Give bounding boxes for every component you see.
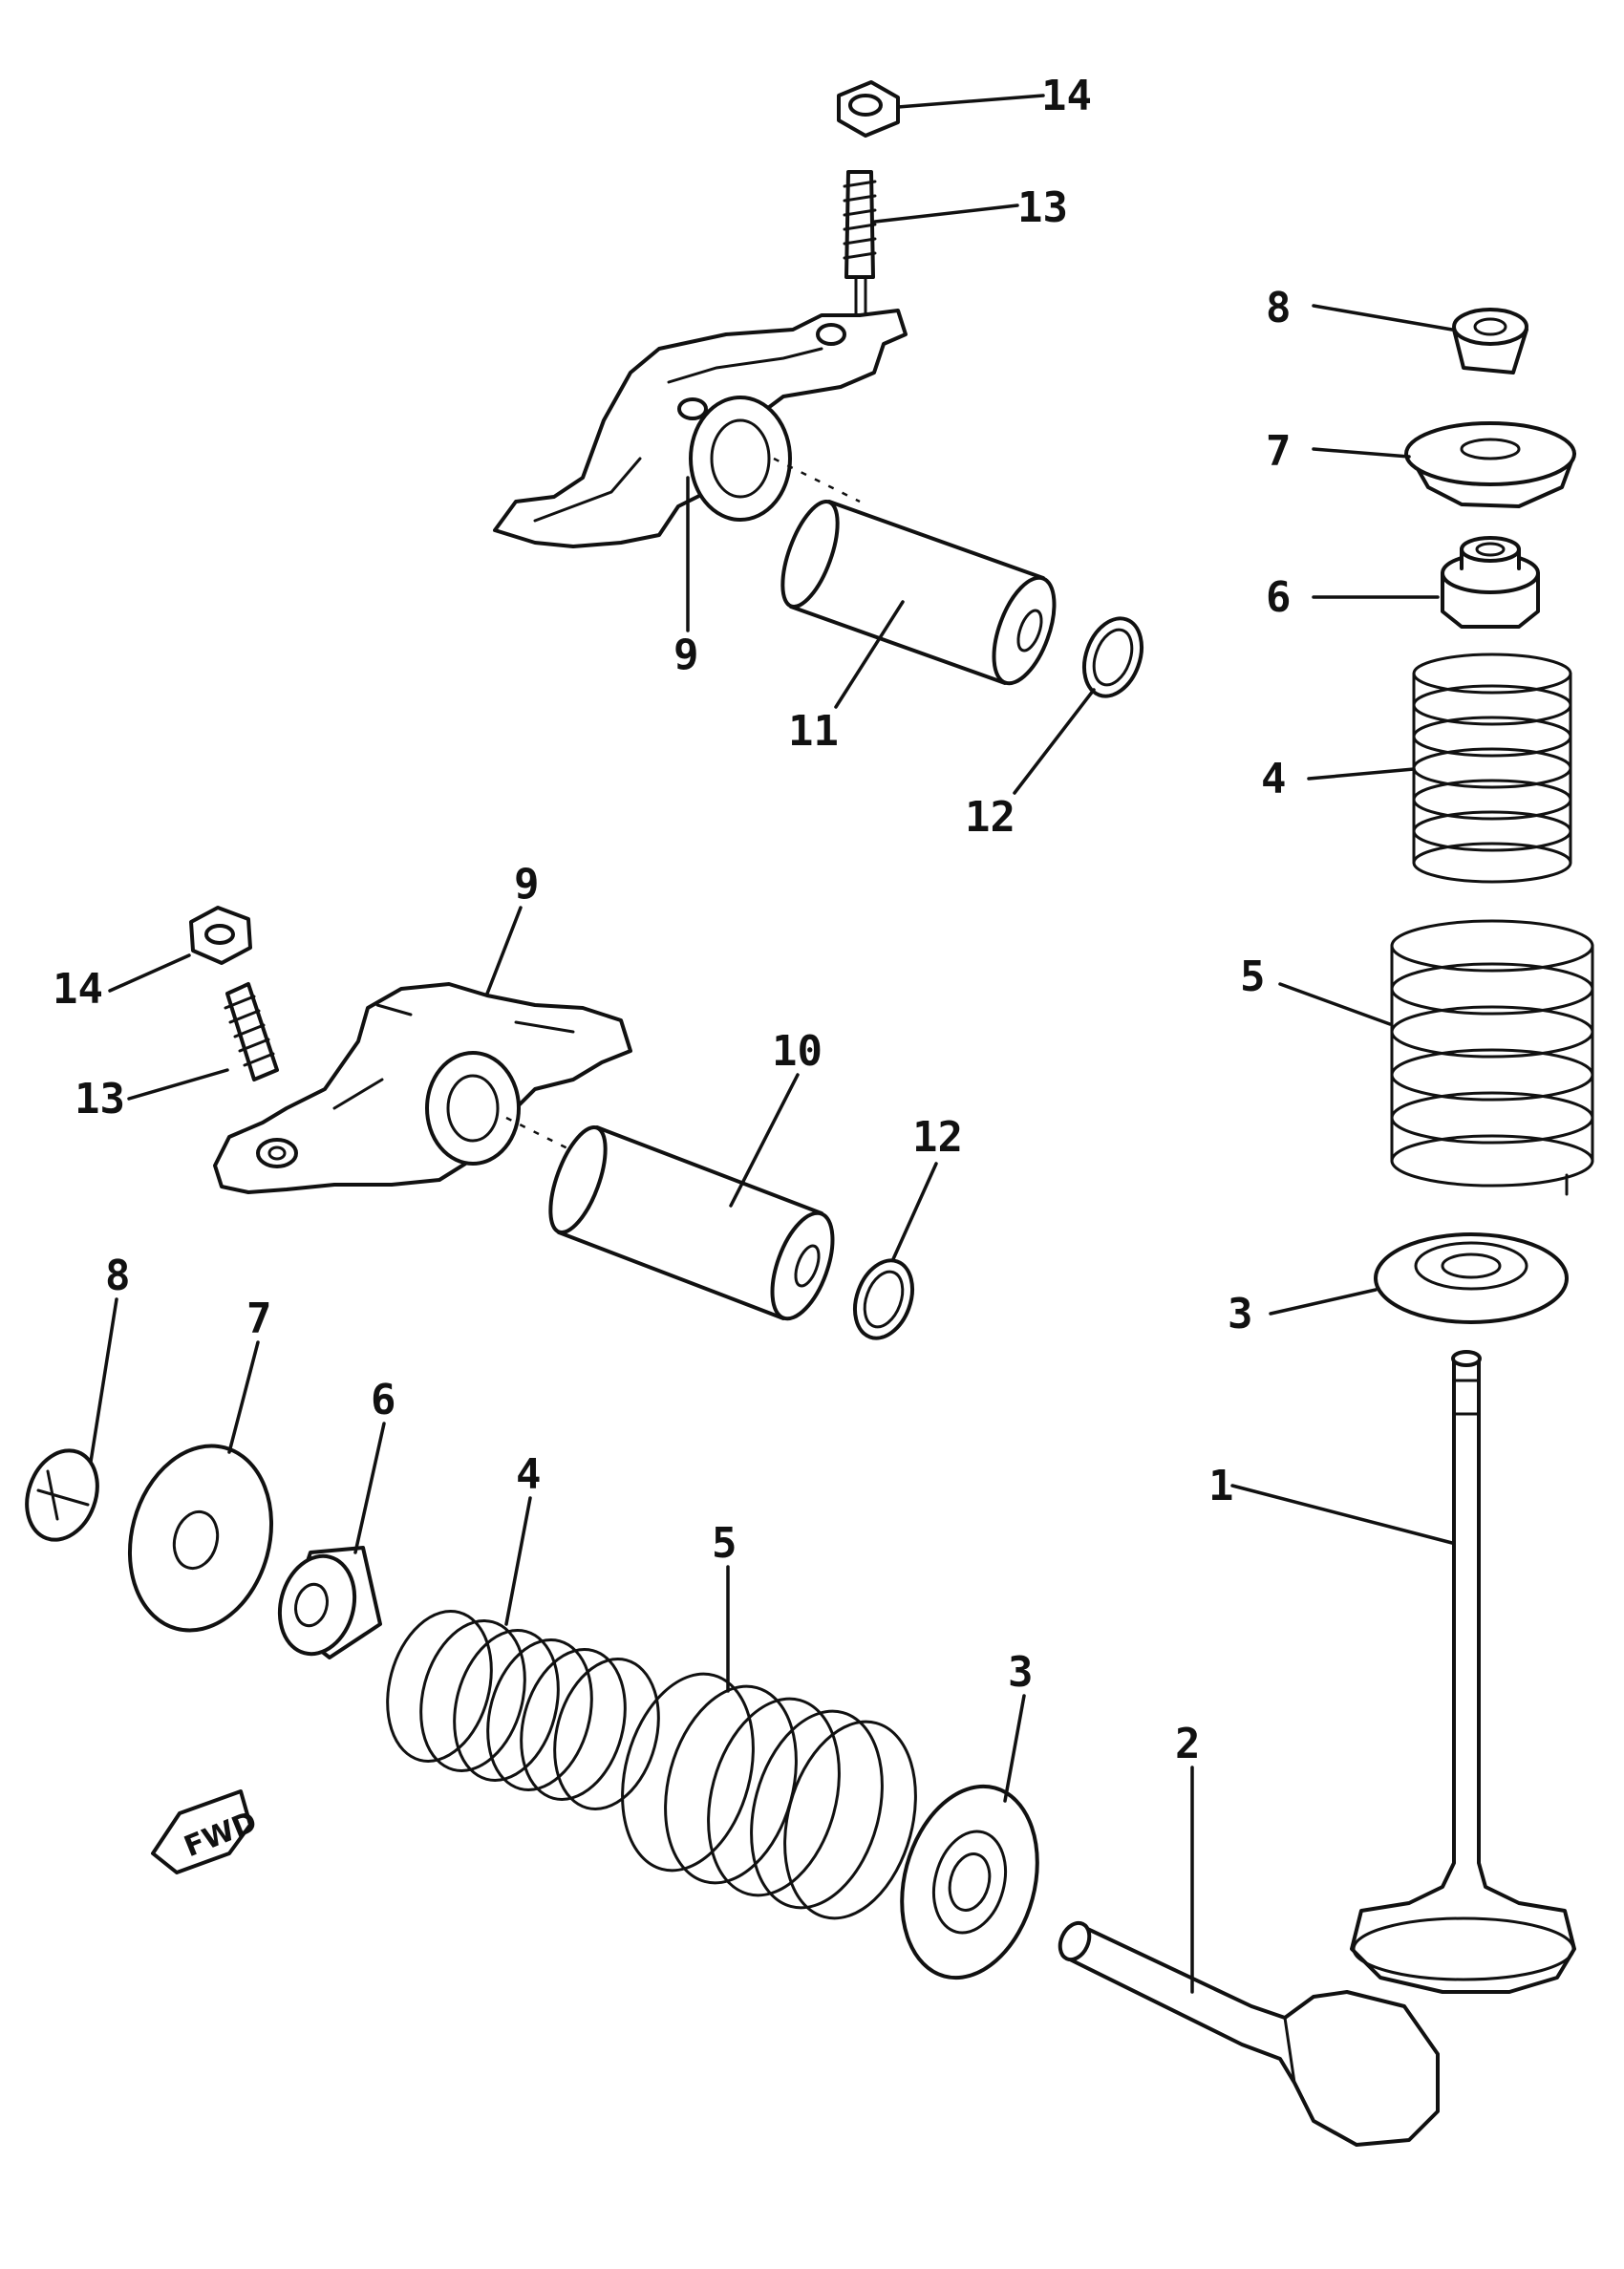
valve-collet-8-right bbox=[1452, 308, 1528, 375]
leader-3-left bbox=[1003, 1694, 1026, 1803]
leader-12-lower bbox=[891, 1162, 938, 1261]
spring-retainer-7-left bbox=[127, 1444, 274, 1633]
callout-11: 11 bbox=[788, 707, 839, 756]
callout-8-left: 8 bbox=[105, 1252, 131, 1300]
leader-7-left bbox=[227, 1340, 260, 1454]
leader-13-upper bbox=[873, 203, 1019, 224]
leader-8-right bbox=[1312, 304, 1454, 332]
leader-14-lower bbox=[108, 953, 191, 993]
outer-valve-spring-5-left bbox=[621, 1672, 917, 1920]
callout-10: 10 bbox=[772, 1027, 823, 1076]
valve-stem-seal-6-right bbox=[1441, 536, 1540, 629]
adjuster-screw-13-lower bbox=[224, 982, 279, 1081]
leader-8-left bbox=[89, 1297, 118, 1464]
callout-5-left: 5 bbox=[712, 1519, 737, 1568]
rocker-shaft-11 bbox=[780, 499, 1057, 686]
callout-3-right: 3 bbox=[1228, 1290, 1253, 1338]
leader-6-left bbox=[353, 1422, 386, 1554]
callout-5-right: 5 bbox=[1240, 953, 1266, 1001]
leader-1 bbox=[1230, 1484, 1454, 1545]
callout-14-upper: 14 bbox=[1041, 72, 1092, 120]
forward-direction-icon: FWD bbox=[151, 1789, 262, 1874]
leader-12-upper bbox=[1013, 688, 1096, 795]
callout-6-left: 6 bbox=[371, 1376, 396, 1424]
callout-7-right: 7 bbox=[1266, 427, 1292, 476]
callout-9-upper: 9 bbox=[673, 631, 699, 679]
intake-valve-1 bbox=[1350, 1350, 1576, 1994]
axis-line-11 bbox=[773, 457, 861, 503]
callout-13-lower: 13 bbox=[75, 1075, 125, 1124]
spring-seat-3-right bbox=[1374, 1232, 1569, 1324]
leader-9-lower bbox=[485, 906, 523, 995]
washer-12-lower bbox=[853, 1258, 914, 1340]
valve-stem-seal-6-left bbox=[277, 1546, 382, 1659]
callout-8-right: 8 bbox=[1266, 284, 1292, 332]
callout-4-left: 4 bbox=[516, 1450, 542, 1499]
exhaust-valve-2 bbox=[1058, 1920, 1440, 2147]
callout-9-lower: 9 bbox=[514, 860, 540, 909]
leader-4-left bbox=[504, 1496, 532, 1626]
washer-12-upper bbox=[1082, 616, 1143, 698]
leader-11 bbox=[834, 600, 905, 709]
callout-7-left: 7 bbox=[246, 1295, 272, 1343]
valve-collet-8-left bbox=[25, 1448, 99, 1542]
rocker-arm-9-upper bbox=[493, 309, 908, 548]
outer-valve-spring-5-right bbox=[1390, 919, 1594, 1196]
callout-3-left: 3 bbox=[1008, 1648, 1034, 1697]
callout-6-right: 6 bbox=[1266, 573, 1292, 622]
callout-12-upper: 12 bbox=[965, 793, 1015, 842]
leader-13-lower bbox=[127, 1068, 229, 1101]
nut-14-upper bbox=[837, 80, 900, 138]
leader-7-right bbox=[1312, 447, 1411, 459]
callout-13-upper: 13 bbox=[1017, 183, 1068, 232]
inner-valve-spring-4-right bbox=[1412, 653, 1572, 884]
inner-valve-spring-4-left bbox=[386, 1610, 660, 1810]
callout-1: 1 bbox=[1208, 1462, 1234, 1510]
rocker-shaft-10 bbox=[548, 1124, 835, 1321]
leader-5-right bbox=[1278, 982, 1392, 1026]
callout-12-lower: 12 bbox=[912, 1113, 963, 1162]
leader-3-right bbox=[1269, 1288, 1378, 1316]
rocker-arm-9-lower bbox=[213, 982, 632, 1194]
leader-4-right bbox=[1307, 767, 1416, 781]
leader-10 bbox=[729, 1073, 800, 1208]
nut-14-lower bbox=[189, 906, 252, 965]
leader-14-upper bbox=[896, 94, 1045, 109]
adjuster-screw-13-upper bbox=[843, 170, 877, 322]
spring-retainer-7-right bbox=[1404, 421, 1576, 508]
spring-seat-3-left bbox=[900, 1784, 1039, 1980]
callout-4-right: 4 bbox=[1261, 755, 1287, 803]
callout-14-lower: 14 bbox=[53, 965, 103, 1014]
callout-2: 2 bbox=[1175, 1720, 1201, 1768]
